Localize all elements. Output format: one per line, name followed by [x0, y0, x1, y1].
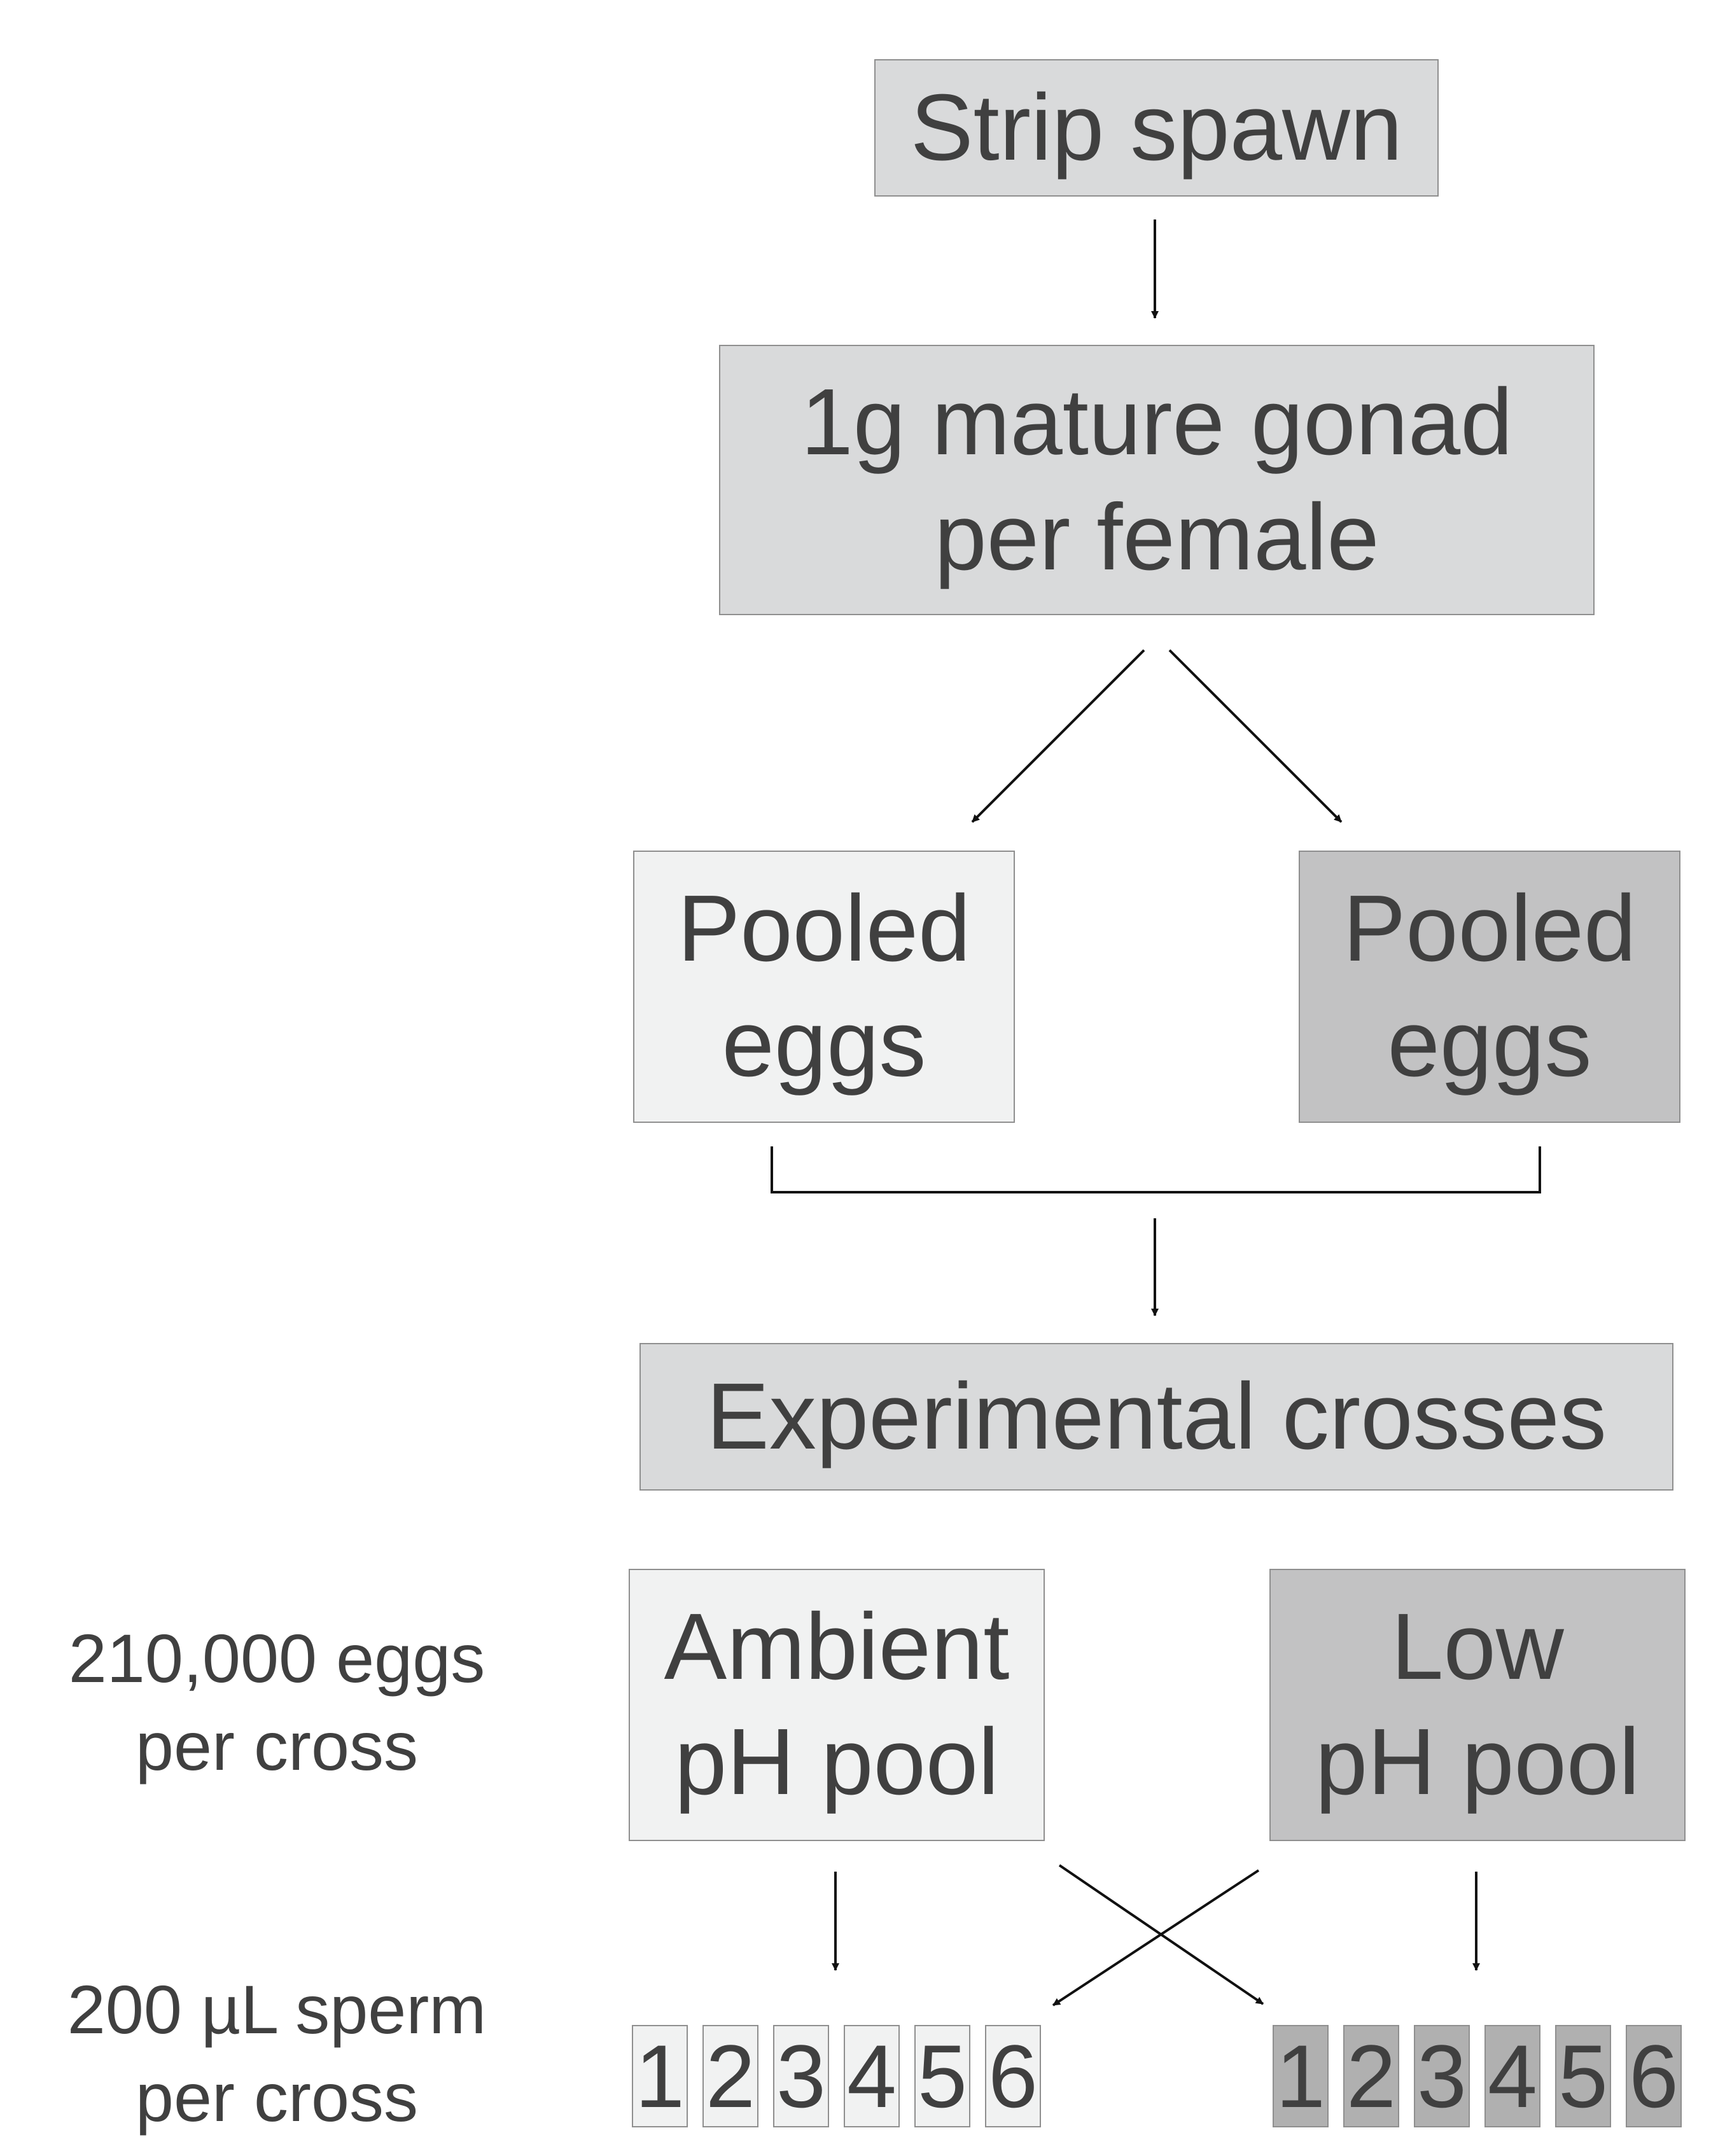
- experimental-crosses-box: Experimental crosses: [639, 1343, 1673, 1491]
- gonad-label-line2: per female: [934, 484, 1379, 590]
- ambient-cross-cell: 5: [914, 2025, 970, 2127]
- bracket-pooled-eggs: [771, 1146, 1541, 1193]
- ambient-pool-line2: pH pool: [674, 1709, 1000, 1814]
- arrow-gonad-to-right-eggs: [1168, 649, 1343, 823]
- pooled-eggs-right-line1: Pooled: [1343, 876, 1637, 982]
- ambient-cross-cell: 3: [773, 2025, 829, 2127]
- strip-spawn-box: Strip spawn: [874, 59, 1439, 197]
- low-cross-cell: 6: [1626, 2025, 1682, 2127]
- pooled-eggs-right-line2: eggs: [1387, 991, 1592, 1096]
- arrow-low-to-ambient-crosses: [1052, 1869, 1260, 2006]
- pooled-eggs-left-box: Pooled eggs: [633, 851, 1015, 1123]
- ambient-pool-line1: Ambient: [664, 1594, 1010, 1700]
- gonad-box: 1g mature gonad per female: [719, 345, 1595, 615]
- ambient-cross-cell: 4: [844, 2025, 900, 2127]
- eggs-per-cross-label: 210,000 eggs per cross: [48, 1615, 506, 1790]
- arrow-gonad-to-left-eggs: [971, 649, 1145, 823]
- ambient-cross-cell: 2: [702, 2025, 758, 2127]
- ambient-pool-box: Ambient pH pool: [629, 1569, 1045, 1841]
- strip-spawn-label: Strip spawn: [910, 74, 1403, 180]
- low-cross-cell: 2: [1343, 2025, 1399, 2127]
- low-cross-cell: 3: [1414, 2025, 1470, 2127]
- low-cross-cell: 4: [1484, 2025, 1540, 2127]
- experimental-crosses-label: Experimental crosses: [706, 1363, 1607, 1469]
- pooled-eggs-left-line1: Pooled: [677, 876, 971, 982]
- sperm-per-cross-label: 200 µL sperm per cross: [48, 1966, 506, 2141]
- low-pool-line1: Low: [1391, 1594, 1564, 1700]
- eggs-per-cross-line2: per cross: [135, 1707, 419, 1785]
- sperm-per-cross-line2: per cross: [135, 2059, 419, 2136]
- low-pool-line2: pH pool: [1315, 1709, 1640, 1814]
- sperm-per-cross-line1: 200 µL sperm: [67, 1971, 487, 2048]
- pooled-eggs-right-box: Pooled eggs: [1299, 851, 1680, 1123]
- low-cross-cell: 5: [1555, 2025, 1611, 2127]
- ambient-cross-cell: 1: [632, 2025, 688, 2127]
- low-pool-box: Low pH pool: [1269, 1569, 1686, 1841]
- low-cross-cell: 1: [1273, 2025, 1329, 2127]
- pooled-eggs-left-line2: eggs: [722, 991, 926, 1096]
- ambient-cross-cell: 6: [985, 2025, 1041, 2127]
- gonad-label-line1: 1g mature gonad: [800, 369, 1513, 475]
- eggs-per-cross-line1: 210,000 eggs: [68, 1620, 485, 1697]
